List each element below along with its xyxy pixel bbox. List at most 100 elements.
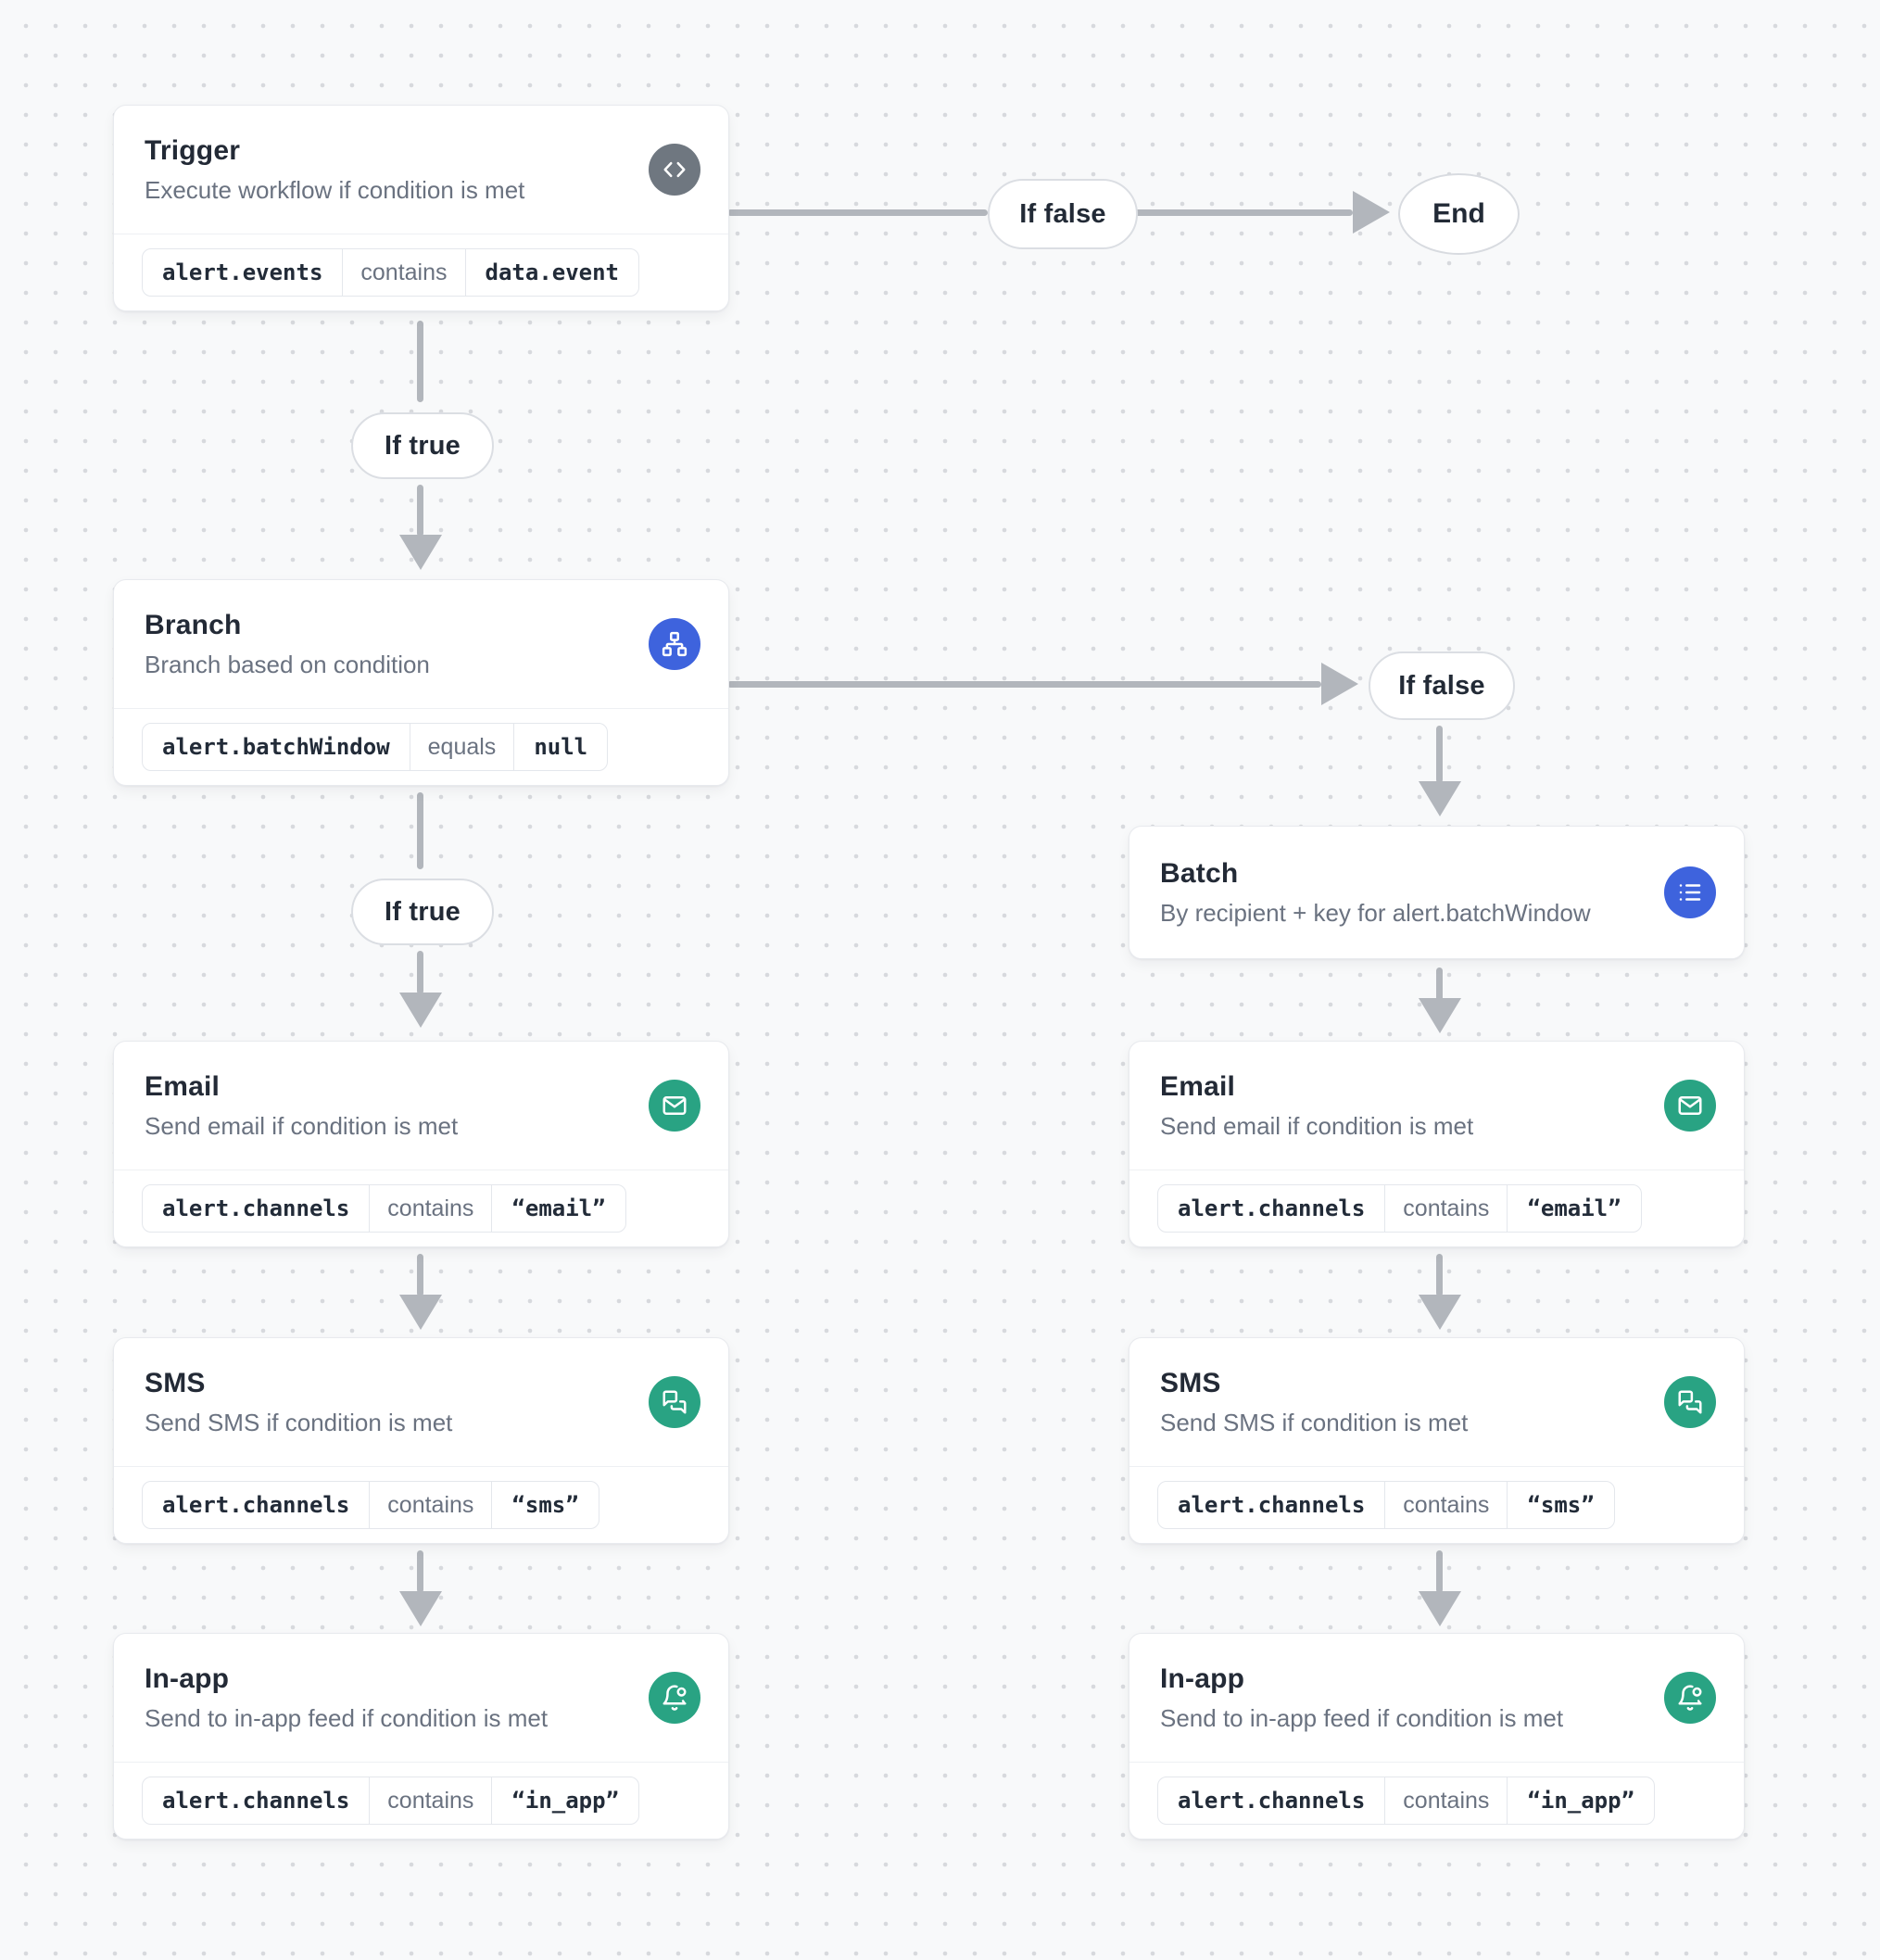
condition-pill[interactable]: alert.channels contains “sms” (1157, 1481, 1615, 1529)
end-label: End (1432, 198, 1485, 229)
condition-field: alert.channels (162, 1195, 350, 1221)
condition-operator: contains (369, 1777, 491, 1824)
condition-value: “email” (1507, 1185, 1640, 1232)
node-description: By recipient + key for alert.batchWindow (1160, 898, 1591, 927)
condition-pill[interactable]: alert.channels contains “email” (1157, 1184, 1642, 1233)
arrowhead-right-icon (1353, 191, 1390, 234)
connector-sms-inapp-left (417, 1550, 423, 1593)
sms-node-right[interactable]: SMS Send SMS if condition is met alert.c… (1129, 1337, 1745, 1544)
edge-label-text: If false (1019, 198, 1106, 229)
condition-pill[interactable]: alert.events contains data.event (142, 248, 640, 297)
bell-icon (1664, 1672, 1716, 1724)
node-description: Send SMS if condition is met (145, 1408, 453, 1436)
node-condition-row: alert.batchWindow equals null (114, 709, 728, 785)
condition-field: alert.events (162, 259, 323, 285)
connector-trigger-iftrue (417, 321, 423, 402)
condition-field: alert.channels (162, 1492, 350, 1518)
condition-pill[interactable]: alert.channels contains “in_app” (1157, 1777, 1656, 1825)
edge-label-if-false-right: If false (1369, 651, 1515, 720)
bell-icon (649, 1672, 700, 1724)
email-node-left[interactable]: Email Send email if condition is met ale… (113, 1041, 729, 1247)
node-description: Execute workflow if condition is met (145, 175, 525, 204)
end-node[interactable]: End (1398, 173, 1520, 255)
condition-value: “sms” (491, 1482, 598, 1528)
node-description: Send to in-app feed if condition is met (145, 1703, 549, 1732)
arrowhead-down-icon (399, 1295, 442, 1330)
node-condition-row: alert.channels contains “in_app” (114, 1763, 728, 1839)
trigger-node[interactable]: Trigger Execute workflow if condition is… (113, 105, 729, 311)
condition-field: alert.channels (1178, 1788, 1366, 1814)
condition-operator: contains (369, 1185, 491, 1232)
condition-operator: contains (1384, 1777, 1507, 1824)
connector-email-sms-right (1436, 1254, 1443, 1296)
condition-operator: contains (1384, 1482, 1507, 1528)
node-condition-row: alert.channels contains “in_app” (1129, 1763, 1744, 1839)
node-header: Trigger Execute workflow if condition is… (114, 106, 728, 234)
node-description: Send to in-app feed if condition is met (1160, 1703, 1564, 1732)
node-title: Branch (145, 609, 242, 640)
node-title: In-app (1160, 1663, 1245, 1694)
connector-trigger-iffalse (727, 209, 988, 216)
list-icon (1664, 866, 1716, 918)
node-description: Send SMS if condition is met (1160, 1408, 1469, 1436)
node-header: SMS Send SMS if condition is met (114, 1338, 728, 1467)
chat-icon (1664, 1376, 1716, 1428)
branch-node[interactable]: Branch Branch based on condition alert.b… (113, 579, 729, 786)
node-condition-row: alert.channels contains “sms” (114, 1467, 728, 1543)
node-condition-row: alert.channels contains “email” (1129, 1170, 1744, 1246)
node-header: In-app Send to in-app feed if condition … (114, 1634, 728, 1763)
edge-label-text: If true (385, 896, 461, 927)
condition-field: alert.channels (162, 1788, 350, 1814)
edge-label-if-true-1: If true (351, 412, 494, 479)
node-title: Email (145, 1070, 221, 1102)
condition-value: “email” (491, 1185, 625, 1232)
condition-value: “in_app” (491, 1777, 638, 1824)
batch-node[interactable]: Batch By recipient + key for alert.batch… (1129, 826, 1745, 959)
connector-email-sms-left (417, 1254, 423, 1296)
condition-value: “in_app” (1507, 1777, 1654, 1824)
condition-field: alert.batchWindow (162, 734, 390, 760)
node-header: Email Send email if condition is met (1129, 1042, 1744, 1170)
condition-pill[interactable]: alert.channels contains “sms” (142, 1481, 599, 1529)
arrowhead-down-icon (1419, 1295, 1461, 1330)
condition-value: data.event (464, 249, 638, 296)
arrowhead-down-icon (1419, 998, 1461, 1033)
node-condition-row: alert.events contains data.event (114, 234, 728, 310)
arrowhead-right-icon (1321, 663, 1358, 705)
connector-iffalse-batch (1436, 726, 1443, 783)
email-node-right[interactable]: Email Send email if condition is met ale… (1129, 1041, 1745, 1247)
sitemap-icon (649, 618, 700, 670)
node-condition-row: alert.channels contains “email” (114, 1170, 728, 1246)
connector-branch-iffalse (727, 681, 1321, 688)
node-header: Batch By recipient + key for alert.batch… (1129, 827, 1744, 958)
condition-operator: equals (409, 724, 514, 770)
node-description: Send email if condition is met (145, 1111, 459, 1140)
arrowhead-down-icon (399, 1591, 442, 1626)
condition-pill[interactable]: alert.batchWindow equals null (142, 723, 609, 771)
connector-sms-inapp-right (1436, 1550, 1443, 1593)
inapp-node-right[interactable]: In-app Send to in-app feed if condition … (1129, 1633, 1745, 1840)
node-title: SMS (1160, 1367, 1221, 1398)
arrowhead-down-icon (399, 535, 442, 570)
condition-pill[interactable]: alert.channels contains “in_app” (142, 1777, 640, 1825)
arrowhead-down-icon (1419, 781, 1461, 816)
condition-pill[interactable]: alert.channels contains “email” (142, 1184, 626, 1233)
node-header: In-app Send to in-app feed if condition … (1129, 1634, 1744, 1763)
connector-batch-email-right (1436, 967, 1443, 1002)
mail-icon (649, 1080, 700, 1132)
node-title: Email (1160, 1070, 1236, 1102)
node-title: Trigger (145, 134, 241, 166)
inapp-node-left[interactable]: In-app Send to in-app feed if condition … (113, 1633, 729, 1840)
node-condition-row: alert.channels contains “sms” (1129, 1467, 1744, 1543)
condition-value: null (513, 724, 607, 770)
condition-field: alert.channels (1178, 1195, 1366, 1221)
node-description: Branch based on condition (145, 650, 430, 678)
connector-iftrue-branch (417, 485, 423, 537)
condition-field: alert.channels (1178, 1492, 1366, 1518)
connector-iftrue-email (417, 951, 423, 994)
sms-node-left[interactable]: SMS Send SMS if condition is met alert.c… (113, 1337, 729, 1544)
edge-label-if-true-2: If true (351, 879, 494, 945)
connector-branch-iftrue (417, 792, 423, 869)
edge-label-text: If false (1398, 670, 1485, 701)
